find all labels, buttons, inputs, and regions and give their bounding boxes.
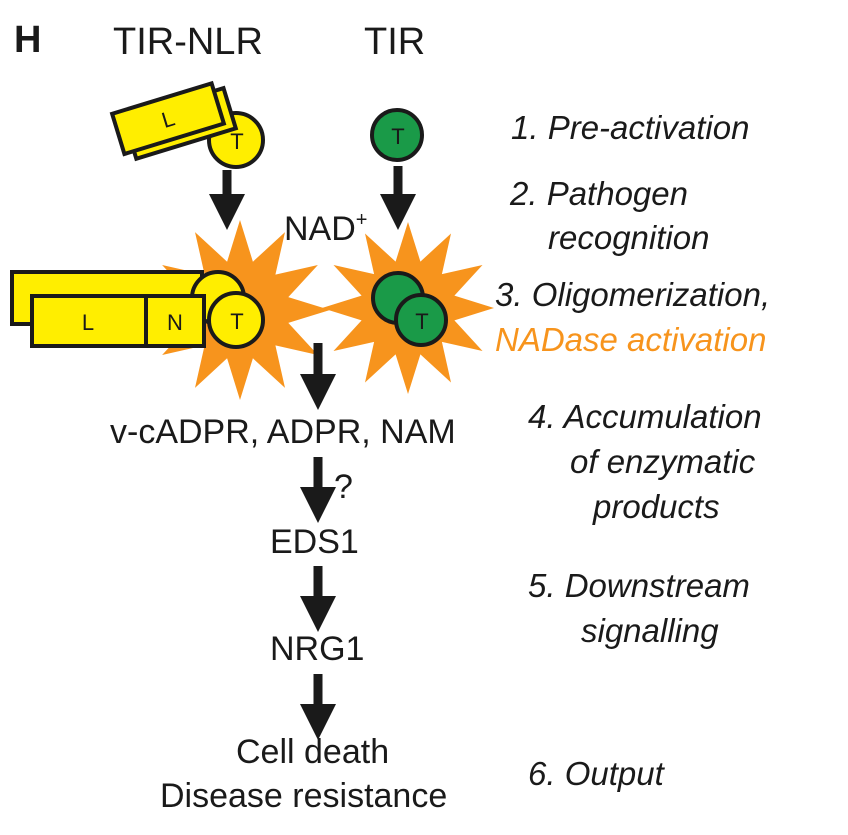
step-4-label-line3: products <box>592 488 720 525</box>
step-5-label-line1: 5. Downstream <box>528 567 750 604</box>
panel-label: H <box>14 19 41 61</box>
tir-oligomer-front <box>394 293 448 347</box>
tir-nlr-monomer: T L <box>109 80 265 169</box>
step-3-label-line1: 3. Oligomerization, <box>495 276 770 313</box>
tir-oligomer-t-label: T <box>415 309 428 334</box>
oligomer-t-label: T <box>230 309 243 334</box>
output-cell-death: Cell death <box>236 733 389 771</box>
oligomer-n-label: N <box>167 310 183 335</box>
tir-nlr-lrr-domain <box>109 80 227 157</box>
step-3-label-line2: NADase activation <box>495 321 766 358</box>
step-2-label-line2: recognition <box>548 219 709 256</box>
step-1-label: 1. Pre-activation <box>511 109 749 146</box>
products-label: v-cADPR, ADPR, NAM <box>110 413 456 451</box>
tir-nlr-header: TIR-NLR <box>113 21 263 63</box>
oligomer-n-domain <box>144 294 206 348</box>
step-4-label-line2: of enzymatic <box>570 443 756 480</box>
eds1-label: EDS1 <box>270 523 359 561</box>
step-5-label-line2: signalling <box>581 612 719 649</box>
tir-nlr-oligomer: L N T <box>10 270 265 349</box>
tir-header: TIR <box>364 21 425 63</box>
oligomer-t-domain <box>207 291 265 349</box>
step-4-label-line1: 4. Accumulation <box>528 398 762 435</box>
output-disease-resistance: Disease resistance <box>160 777 447 815</box>
oligomer-l-label: L <box>82 310 94 335</box>
oligomer-l-domain <box>30 294 148 348</box>
tir-t-label: T <box>391 124 404 149</box>
tir-monomer: T <box>370 108 424 162</box>
tir-nlr-t-label: T <box>230 129 243 154</box>
tir-t-domain <box>370 108 424 162</box>
nrg1-label: NRG1 <box>270 630 364 668</box>
tir-oligomer: T <box>371 271 448 347</box>
step-2-label-line1: 2. Pathogen <box>509 175 688 212</box>
nad-label: NAD+ <box>284 209 367 248</box>
step-6-label: 6. Output <box>528 755 666 792</box>
question-mark: ? <box>334 468 353 506</box>
